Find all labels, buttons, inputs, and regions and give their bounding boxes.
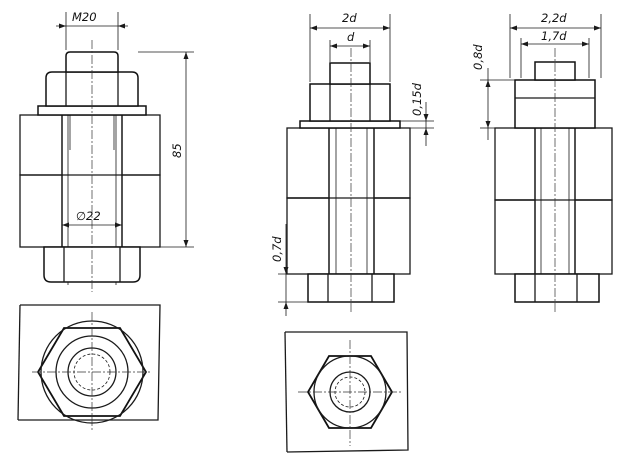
view-1-plan — [17, 304, 161, 432]
v1-label-m20: M20 — [72, 10, 97, 24]
v3-label-17d: 1,7d — [541, 29, 567, 43]
view-2-section: 2d d 0,15d 0,7d — [270, 11, 434, 316]
v2-label-2d: 2d — [342, 11, 357, 25]
v2-plate-top-right — [373, 127, 411, 199]
v3-label-22d: 2,2d — [541, 11, 567, 25]
v1-label-85: 85 — [170, 143, 184, 158]
v3-plate-top-right — [574, 127, 613, 201]
v2-plan-hex — [306, 355, 394, 429]
v2-bolt-end — [329, 62, 371, 85]
v2-label-015d: 0,15d — [410, 82, 424, 116]
v3-plate-bottom-right — [574, 199, 613, 275]
v2-washer — [299, 120, 401, 129]
v1-plate-bottom-left — [19, 174, 63, 248]
v2-plate-bottom-right — [373, 197, 411, 275]
v2-label-d: d — [347, 30, 355, 44]
view-2-plan — [284, 331, 409, 453]
v2-plate-bottom-left — [286, 197, 330, 275]
view-1-section: M20 85 ∅22 — [19, 10, 194, 292]
v1-plate-top-left — [19, 114, 63, 176]
v3-plate-bottom-left — [494, 199, 536, 275]
v3-label-08d: 0,8d — [471, 44, 485, 70]
v2-plate-top-left — [286, 127, 330, 199]
v1-bolt-head — [43, 246, 141, 283]
v1-plate-bottom-right — [121, 174, 161, 248]
v2-label-07d: 0,7d — [270, 236, 284, 262]
view-3-section: 2,2d 1,7d 0,8d — [471, 11, 613, 312]
v1-label-d22: ∅22 — [76, 209, 101, 223]
v2-nut — [309, 83, 391, 122]
v1-plate-top-right — [121, 114, 161, 176]
v3-bolt-head — [514, 273, 600, 303]
v3-plate-top-left — [494, 127, 536, 201]
